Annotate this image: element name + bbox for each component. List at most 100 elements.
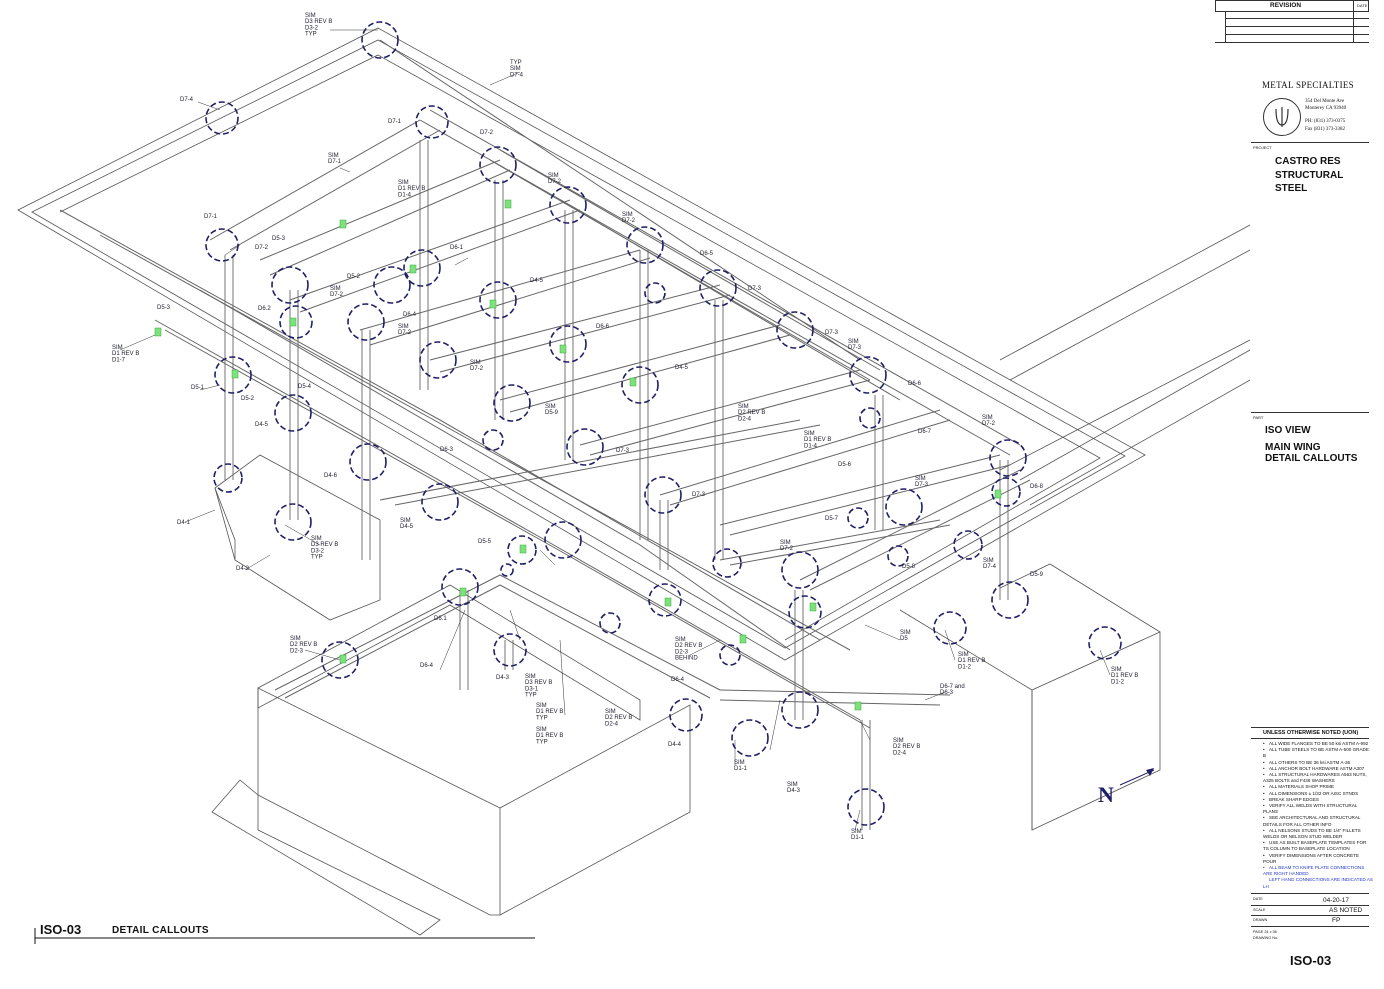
bullet-icon: •: [1263, 827, 1265, 833]
callout-circles: [205, 21, 1122, 826]
callout-label-line: D2 REV B: [290, 642, 317, 648]
callout-circle[interactable]: [849, 356, 887, 394]
callout-circle[interactable]: [991, 477, 1021, 507]
note-item: •VERIFY DIMENSIONS AFTER CONCRETE POUR: [1263, 852, 1360, 864]
callout-circle[interactable]: [274, 503, 312, 541]
callout-label: D6-7: [918, 429, 932, 435]
callout-label-line: D4-3: [787, 788, 801, 794]
callout-circle[interactable]: [479, 146, 517, 184]
callout-label-line: D6-4: [420, 663, 434, 669]
callout-label-line: D7-3: [915, 482, 929, 488]
callout-label-line: TYP: [536, 715, 548, 721]
callout-circle[interactable]: [549, 186, 587, 224]
callout-circle[interactable]: [373, 266, 411, 304]
callout-circle[interactable]: [205, 101, 239, 135]
callout-circle[interactable]: [441, 568, 479, 606]
callout-circle[interactable]: [847, 788, 885, 826]
callout-circle[interactable]: [271, 266, 309, 304]
phone-number: PH: (831) 373-0375: [1305, 119, 1346, 124]
callout-label-line: D2-3: [675, 649, 689, 655]
callout-label: D5-3: [157, 305, 171, 311]
callout-label-line: D5: [900, 636, 908, 642]
callout-label: D7-3: [616, 448, 630, 454]
callout-label-line: SIM: [545, 404, 556, 410]
callout-circle[interactable]: [859, 407, 881, 429]
callout-circle[interactable]: [500, 563, 514, 577]
callout-circle[interactable]: [482, 429, 504, 451]
callout-circle[interactable]: [349, 443, 387, 481]
callout-circle[interactable]: [321, 641, 359, 679]
callout-label: D7-4: [180, 97, 194, 103]
callout-circle[interactable]: [669, 698, 703, 732]
callout-circle[interactable]: [989, 439, 1027, 477]
callout-label-line: D4-6: [324, 473, 338, 479]
callout-label-line: D1-4: [398, 192, 412, 198]
callout-circle[interactable]: [1088, 626, 1122, 660]
revision-divider: [1353, 0, 1354, 42]
callout-circle[interactable]: [781, 551, 819, 589]
callout-circle[interactable]: [776, 311, 814, 349]
callout-circle[interactable]: [549, 325, 587, 363]
callout-circle[interactable]: [566, 428, 604, 466]
callout-circle[interactable]: [415, 105, 449, 139]
callout-circle[interactable]: [887, 545, 909, 567]
callout-circle[interactable]: [953, 530, 983, 560]
callout-circle[interactable]: [421, 483, 459, 521]
callout-circle[interactable]: [788, 595, 822, 629]
callout-circle[interactable]: [731, 719, 769, 757]
callout-label-line: SIM: [311, 536, 322, 542]
callout-circle[interactable]: [419, 341, 457, 379]
callout-circle[interactable]: [599, 612, 621, 634]
callout-circle[interactable]: [621, 366, 659, 404]
callout-label-line: D1-4: [804, 443, 818, 449]
callout-label-line: D6-7 and: [940, 684, 965, 690]
callout-label-line: D6-4: [671, 677, 685, 683]
note-item: •SEE ARCHITECTURAL AND STRUCTURAL DETAIL…: [1263, 815, 1361, 827]
callout-circle[interactable]: [644, 282, 666, 304]
callout-circle[interactable]: [279, 305, 313, 339]
callout-circle[interactable]: [213, 463, 243, 493]
callout-circle[interactable]: [626, 226, 664, 264]
steel-framing: [59, 39, 1031, 729]
callout-label-line: SIM: [398, 180, 409, 186]
callout-circle[interactable]: [274, 394, 312, 432]
callout-label-line: SIM: [958, 652, 969, 658]
callout-circle[interactable]: [644, 476, 682, 514]
callout-circle[interactable]: [403, 249, 441, 287]
callout-circle[interactable]: [361, 21, 399, 59]
callout-circle[interactable]: [719, 644, 741, 666]
callout-label-line: D4-4: [668, 742, 682, 748]
callout-label-line: D2 REV B: [605, 715, 632, 721]
callout-label: D6-3: [440, 447, 454, 453]
callout-circle[interactable]: [648, 583, 682, 617]
callout-circle[interactable]: [781, 691, 819, 729]
callout-label: D7-1: [388, 119, 402, 125]
north-arrow: [1119, 768, 1155, 786]
callout-circle[interactable]: [991, 581, 1029, 619]
callout-label: D5-7: [825, 516, 839, 522]
callout-circle[interactable]: [699, 269, 737, 307]
callout-circle[interactable]: [205, 228, 239, 262]
callout-label-line: SIM: [525, 674, 536, 680]
callout-circle[interactable]: [712, 548, 742, 578]
callout-circle[interactable]: [544, 521, 582, 559]
drawing-no-label: DRAWING No.: [1253, 936, 1279, 940]
info-row-line: [1251, 926, 1369, 927]
callout-circle[interactable]: [885, 488, 923, 526]
callout-circle[interactable]: [847, 507, 869, 529]
callout-circle[interactable]: [347, 303, 385, 341]
callout-circle[interactable]: [493, 384, 531, 422]
company-name: METAL SPECIALTIES: [1262, 80, 1354, 90]
callout-circle[interactable]: [479, 281, 517, 319]
bullet-icon: •: [1263, 852, 1265, 858]
callout-circle[interactable]: [507, 535, 537, 565]
callout-circle[interactable]: [493, 633, 527, 667]
callout-label: D5-5: [478, 539, 492, 545]
callout-label: D6-4: [671, 677, 685, 683]
callout-label-line: D5-2: [241, 396, 255, 402]
callout-circle[interactable]: [933, 611, 967, 645]
callout-circle[interactable]: [214, 356, 252, 394]
